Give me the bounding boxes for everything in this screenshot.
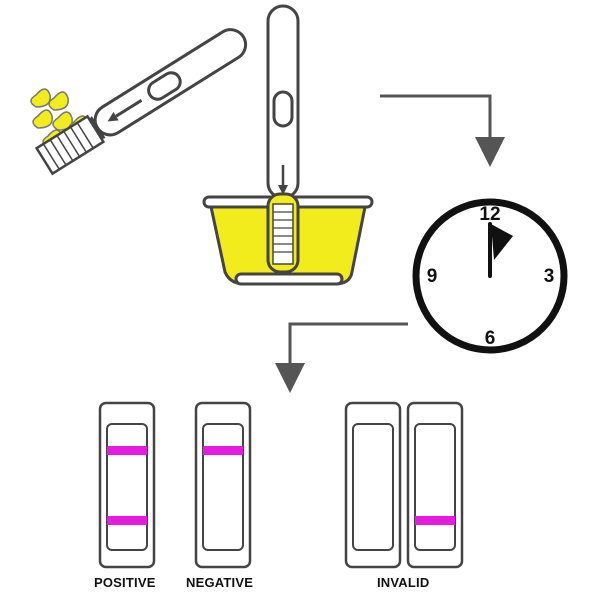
test-strip-icon (266, 4, 300, 200)
label-positive: POSITIVE (94, 575, 156, 590)
test-line (415, 516, 455, 525)
result-negative-cassette (194, 401, 252, 569)
clock-number-12: 12 (479, 204, 500, 225)
sample-drops-icon (30, 88, 106, 176)
label-invalid: INVALID (377, 575, 430, 590)
arrow-icon (380, 94, 505, 167)
clock-number-9: 9 (427, 266, 438, 287)
clock-icon: 12 3 6 9 (412, 198, 568, 354)
result-positive-cassette (98, 401, 156, 569)
clock-number-3: 3 (544, 266, 555, 287)
result-invalid-cassette-no-lines (344, 401, 402, 569)
arrow-icon-results (275, 322, 408, 393)
label-negative: NEGATIVE (186, 575, 254, 590)
result-invalid-cassette-test-line-only (406, 401, 464, 569)
dropper-icon (76, 28, 248, 146)
clock-number-6: 6 (485, 328, 496, 349)
control-line (107, 446, 147, 455)
control-line (203, 446, 243, 455)
urine-cup-icon (202, 192, 374, 286)
test-line (107, 516, 147, 525)
